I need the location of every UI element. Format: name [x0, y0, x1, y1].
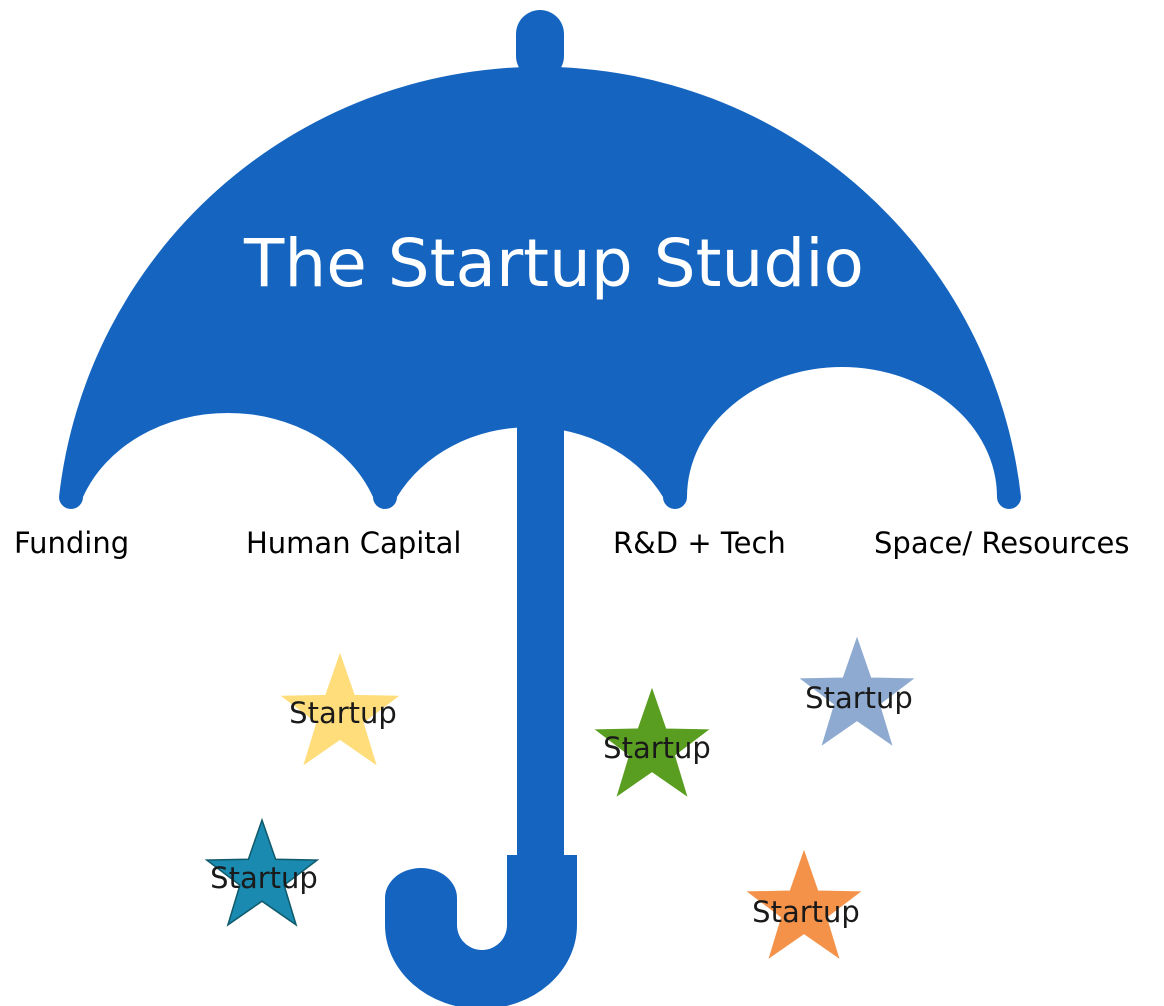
umbrella-handle: [385, 855, 577, 1006]
star-icon: [204, 817, 320, 927]
pillar-label-rd-tech: R&D + Tech: [613, 526, 786, 560]
startup-star-3: Startup: [799, 636, 915, 746]
startup-label: Startup: [289, 696, 397, 730]
startup-star-2: Startup: [594, 687, 711, 797]
startup-label: Startup: [805, 681, 913, 715]
startup-label: Startup: [752, 895, 860, 929]
pillar-label-space-resources: Space/ Resources: [874, 526, 1129, 560]
star-icon: [594, 687, 710, 797]
startup-star-1: Startup: [280, 652, 400, 766]
startup-label: Startup: [603, 731, 711, 765]
umbrella-tip: [516, 10, 564, 80]
startup-label: Startup: [210, 861, 318, 895]
star-icon: [746, 849, 862, 959]
umbrella-shaft: [517, 360, 564, 865]
startup-star-5: Startup: [746, 849, 862, 959]
startup-star-4: Startup: [204, 817, 320, 927]
umbrella-title: The Startup Studio: [243, 225, 864, 302]
pillar-label-funding: Funding: [14, 526, 129, 560]
pillar-label-human-capital: Human Capital: [246, 526, 462, 560]
umbrella-icon: [59, 10, 1021, 1006]
star-icon: [799, 636, 915, 746]
star-icon: [280, 652, 400, 766]
umbrella-canopy: [59, 66, 1021, 509]
